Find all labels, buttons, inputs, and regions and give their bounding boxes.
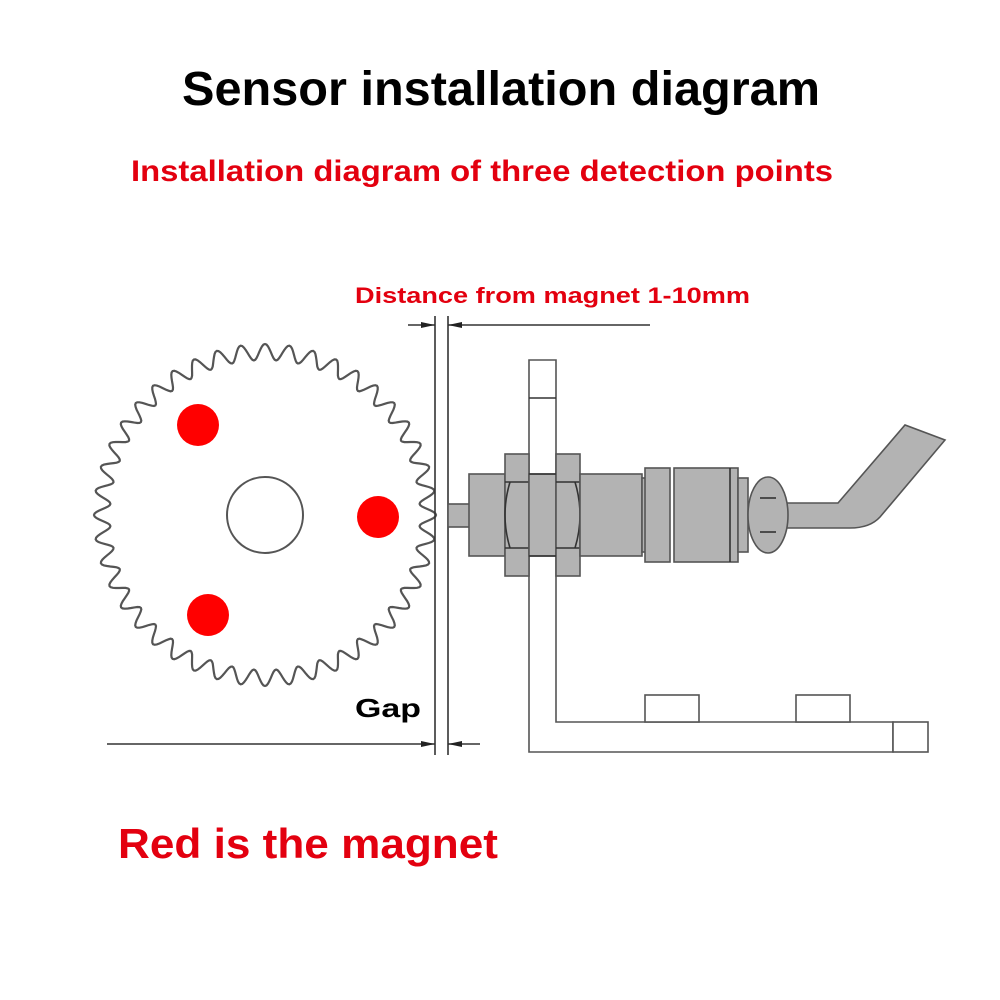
gap-label: Gap xyxy=(355,693,421,723)
page-title: Sensor installation diagram xyxy=(182,63,820,116)
sensor-knob xyxy=(747,476,789,554)
distance-label: Distance from magnet 1-10mm xyxy=(355,283,750,308)
subtitle: Installation diagram of three detection … xyxy=(131,155,833,188)
dimension-lines xyxy=(107,316,650,755)
magnet-dot xyxy=(357,496,399,538)
gear-hub-hole xyxy=(226,476,304,554)
sensor-cable xyxy=(782,424,947,529)
gear xyxy=(92,342,438,688)
magnet-dot xyxy=(187,594,229,636)
magnet-dot xyxy=(177,404,219,446)
magnet-legend-note: Red is the magnet xyxy=(118,820,498,867)
sensor xyxy=(447,424,947,577)
mounting-bracket xyxy=(528,359,929,753)
